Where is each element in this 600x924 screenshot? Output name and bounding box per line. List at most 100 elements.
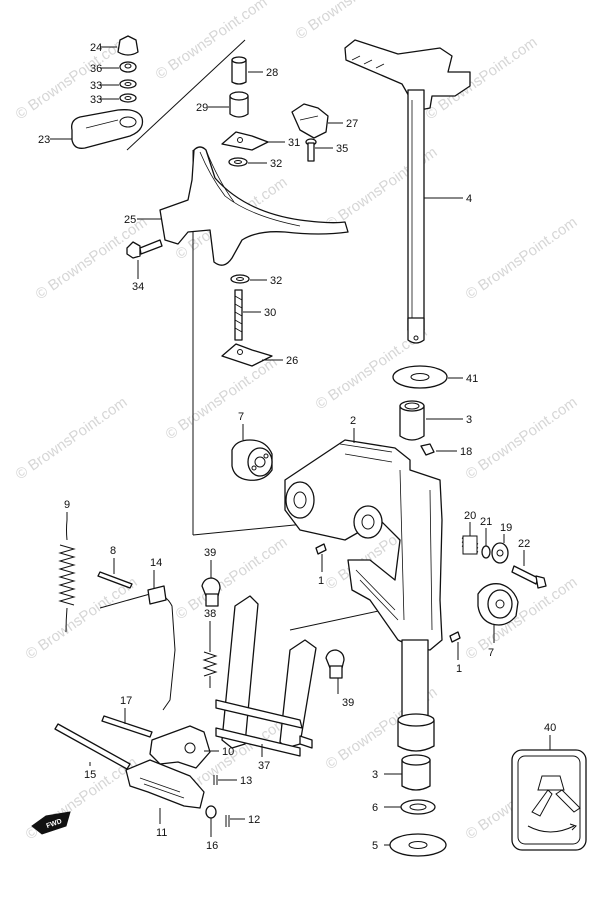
callout-39b: 39 — [337, 678, 354, 709]
callout-number: 30 — [264, 307, 276, 319]
callout-33b: 33 — [90, 94, 119, 106]
callout-23: 23 — [38, 134, 72, 146]
callout-number: 13 — [240, 775, 252, 787]
callout-number: 7 — [488, 647, 494, 659]
part-23-tiller-arm — [71, 109, 144, 149]
callout-number: 19 — [500, 522, 512, 534]
part-3-bushing-upper — [399, 400, 425, 441]
callout-14: 14 — [150, 557, 162, 588]
part-9-spring — [58, 519, 76, 633]
callout-number: 29 — [196, 102, 208, 114]
callout-7b: 7 — [488, 624, 495, 659]
callout-number: 39 — [342, 697, 354, 709]
callout-number: 3 — [466, 414, 472, 426]
part-8-pin — [97, 571, 133, 589]
callout-number: 3 — [372, 769, 378, 781]
part-32-washer — [228, 157, 248, 167]
part-2-swivel-bracket — [284, 439, 443, 651]
callout-33a: 33 — [90, 80, 119, 92]
callout-number: 7 — [238, 411, 244, 423]
part-3-bushing-lower — [401, 754, 431, 791]
callout-2: 2 — [350, 415, 356, 443]
callout-8: 8 — [110, 545, 116, 574]
part-27-block — [291, 103, 329, 139]
callout-20: 20 — [464, 510, 476, 536]
callout-6: 6 — [372, 802, 401, 814]
part-lower-tube — [397, 639, 435, 752]
callout-32a: 32 — [248, 158, 282, 170]
callout-22: 22 — [518, 538, 530, 566]
callout-number: 14 — [150, 557, 162, 569]
callout-1b: 1 — [456, 642, 462, 675]
part-7-mount-upper — [231, 439, 273, 481]
part-19-nut — [491, 542, 509, 564]
callout-17: 17 — [120, 695, 132, 724]
callout-36: 36 — [90, 63, 119, 75]
guide-line — [126, 39, 246, 151]
part-21-washer — [481, 545, 491, 559]
callout-number: 28 — [266, 67, 278, 79]
part-35-bolt — [305, 138, 317, 162]
callout-12: 12 — [230, 814, 260, 826]
part-16-washer — [205, 805, 217, 819]
callout-number: 31 — [288, 137, 300, 149]
part-6-washer — [400, 799, 436, 815]
part-13-cotter-pin — [213, 775, 218, 785]
watermark-text: © BrownsPoint.com — [293, 0, 411, 43]
callout-number: 37 — [258, 760, 270, 772]
callout-number: 23 — [38, 134, 50, 146]
part-12-cotter-pin — [225, 815, 230, 827]
part-33-washer — [119, 79, 137, 103]
callout-number: 6 — [372, 802, 378, 814]
part-39-bolt-upper — [201, 577, 221, 607]
part-31-plate — [221, 131, 269, 151]
watermark-text: © BrownsPoint.com — [463, 394, 581, 484]
callout-number: 22 — [518, 538, 530, 550]
callout-30: 30 — [243, 307, 276, 319]
part-18-key — [420, 443, 435, 456]
callout-number: 9 — [64, 499, 70, 511]
part-11-bracket — [125, 759, 205, 809]
part-29-bushing — [229, 91, 249, 118]
callout-number: 33 — [90, 80, 102, 92]
part-38-spring — [202, 640, 218, 688]
part-10-lever — [149, 725, 211, 769]
part-20-spring — [461, 535, 479, 555]
callout-number: 11 — [156, 827, 167, 839]
callout-37: 37 — [258, 744, 270, 772]
callout-number: 20 — [464, 510, 476, 522]
callout-4: 4 — [424, 193, 472, 205]
callout-number: 25 — [124, 214, 136, 226]
callout-31: 31 — [268, 137, 300, 149]
callout-21: 21 — [480, 516, 492, 546]
part-7-mount-lower — [477, 583, 519, 626]
part-26-plate — [221, 343, 273, 367]
part-37-lever-frame — [215, 595, 317, 757]
callout-number: 18 — [460, 446, 472, 458]
part-28-sleeve — [231, 56, 247, 85]
callout-3b: 3 — [372, 769, 402, 781]
callout-number: 41 — [466, 373, 478, 385]
watermark-text: © BrownsPoint.com — [463, 574, 581, 664]
part-15-rod — [54, 723, 131, 770]
part-22-bolt — [511, 565, 547, 589]
callout-1a: 1 — [318, 554, 324, 587]
callout-number: 33 — [90, 94, 102, 106]
part-5-washer — [389, 833, 447, 857]
callout-number: 16 — [206, 840, 218, 852]
callout-39a: 39 — [204, 547, 216, 578]
callout-27: 27 — [328, 118, 358, 130]
callout-number: 34 — [132, 281, 144, 293]
part-17-pin — [101, 715, 153, 738]
callout-number: 10 — [222, 746, 234, 758]
callout-9: 9 — [64, 499, 70, 520]
callout-number: 36 — [90, 63, 102, 75]
callout-32b: 32 — [250, 275, 282, 287]
part-24-cap — [117, 35, 139, 56]
fwd-arrow-icon: FWD — [31, 811, 71, 835]
callout-number: 21 — [480, 516, 492, 528]
part-4-steering-shaft — [344, 39, 471, 344]
callout-number: 2 — [350, 415, 356, 427]
